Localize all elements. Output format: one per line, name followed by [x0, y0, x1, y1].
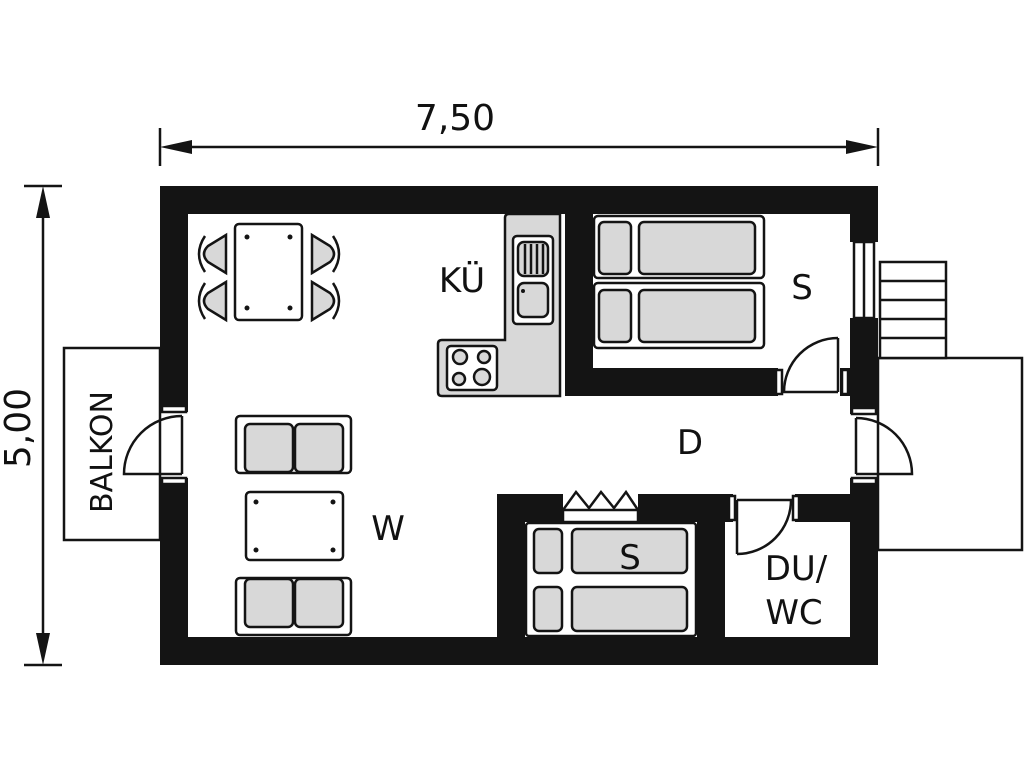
door-bedroom-top[interactable]: [774, 336, 850, 396]
dining-table: [197, 222, 341, 323]
kitchen-label: KÜ: [439, 260, 485, 301]
bedroom-bottom-label: S: [619, 538, 641, 578]
sofa-top: [234, 414, 353, 475]
terrace: [876, 260, 1024, 552]
height-dimension: 5,00: [0, 184, 62, 667]
hall-label: D: [677, 423, 703, 463]
bedroom-top-label: S: [791, 268, 813, 308]
width-label: 7,50: [415, 98, 495, 139]
walls: [160, 186, 878, 665]
height-label: 5,00: [0, 388, 39, 468]
balcony-label: BALKON: [85, 391, 120, 513]
door-balcony[interactable]: [122, 414, 184, 476]
door-bathroom[interactable]: [727, 494, 801, 556]
kitchen-counter: [436, 212, 562, 398]
door-entrance[interactable]: [854, 416, 914, 476]
width-dimension: 7,50: [158, 98, 880, 166]
balcony: BALKON: [62, 346, 162, 542]
sofa-bottom: [234, 576, 353, 637]
coffee-table: [244, 490, 345, 562]
beds-bottom: [524, 521, 698, 638]
living-label: W: [371, 509, 405, 549]
windows: [160, 240, 878, 524]
beds-top: [592, 214, 766, 350]
bath-label-line1: DU/: [765, 549, 828, 589]
bath-label-line2: WC: [765, 593, 822, 633]
